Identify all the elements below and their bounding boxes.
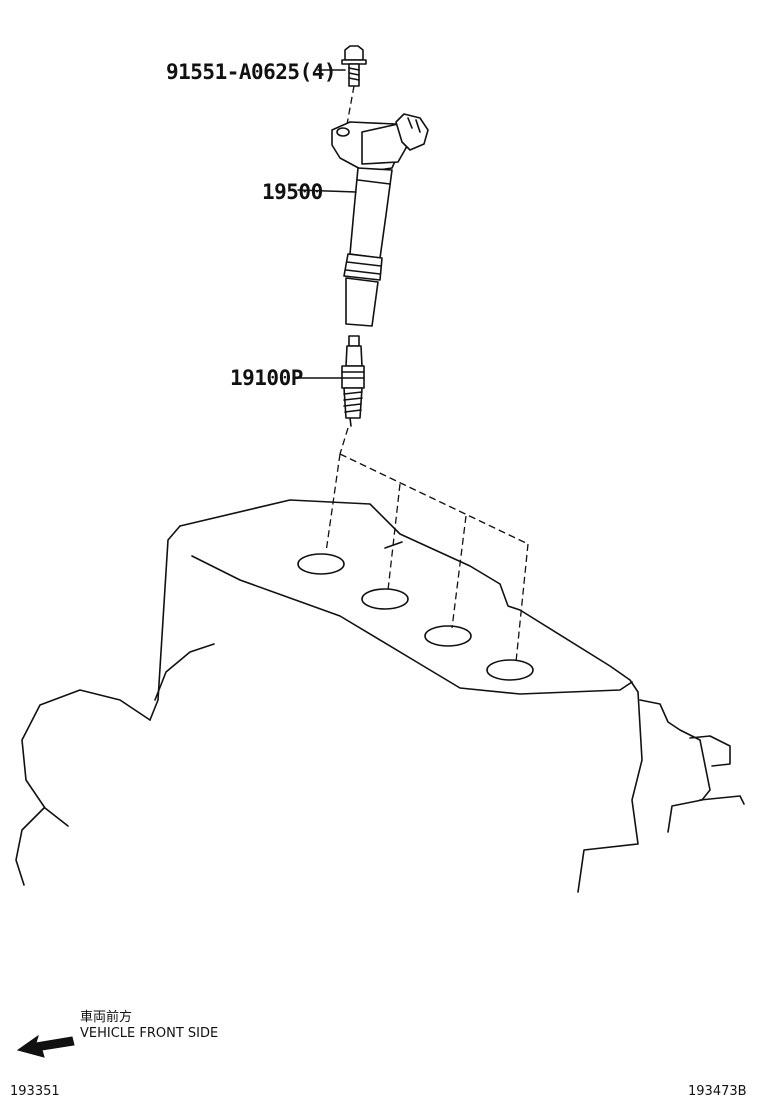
bolt-drawing — [317, 45, 367, 131]
footer-left-code: 193351 — [10, 1084, 60, 1099]
bolt-part-number: 91551-A0625(4) — [166, 60, 337, 84]
connector-lines — [325, 453, 529, 663]
ignition-coil-drawing — [297, 113, 429, 327]
direction-label-japanese: 車両前方 — [80, 1010, 133, 1025]
direction-label-english: VEHICLE FRONT SIDE — [80, 1026, 219, 1041]
front-direction-arrow — [16, 1034, 75, 1058]
plug-part-number: 19100P — [230, 366, 303, 390]
footer-right-code: 193473B — [688, 1084, 747, 1099]
engine-block-drawing — [15, 499, 745, 893]
coil-part-number: 19500 — [262, 180, 323, 204]
spark-plug-drawing — [299, 335, 365, 455]
